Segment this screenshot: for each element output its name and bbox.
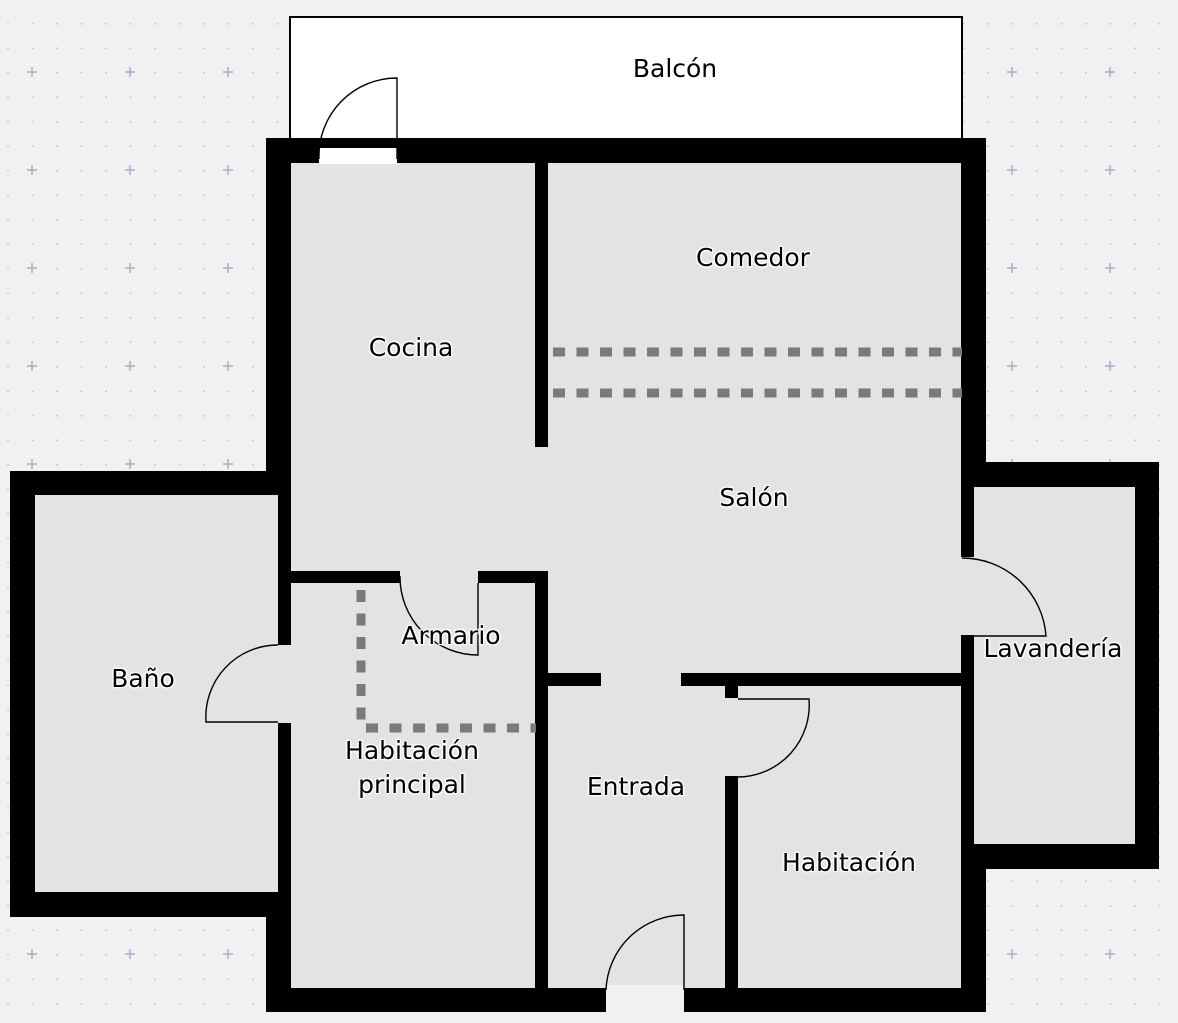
door-balcony: [318, 77, 398, 160]
room-label-entrada: Entrada: [586, 772, 686, 801]
door-lavanderia: [961, 557, 1047, 637]
room-label-habitacion-principal: Habitación principal: [345, 734, 479, 802]
doors: [205, 77, 1047, 991]
room-label-habitacion-principal-line1: Habitación: [345, 736, 479, 765]
interior-walls: [278, 160, 974, 991]
door-armario: [399, 575, 479, 656]
room-label-salon: Salón: [719, 483, 789, 512]
room-label-lavanderia: Lavandería: [983, 634, 1123, 663]
room-balcon[interactable]: [289, 16, 963, 152]
room-label-balcon: Balcón: [632, 54, 718, 83]
door-habitacion: [737, 698, 810, 778]
door-bano: [205, 644, 279, 723]
room-dividers: [356, 347, 962, 733]
room-label-comedor: Comedor: [696, 243, 810, 272]
room-label-habitacion-principal-line2: principal: [358, 770, 466, 799]
room-fills: [35, 163, 1135, 1012]
room-label-bano: Baño: [111, 664, 175, 693]
door-entrada: [605, 914, 685, 991]
room-label-armario: Armario: [401, 621, 501, 650]
room-label-cocina: Cocina: [368, 333, 454, 362]
room-label-habitacion: Habitación: [782, 848, 916, 877]
balcony-door-opening: [319, 148, 397, 164]
